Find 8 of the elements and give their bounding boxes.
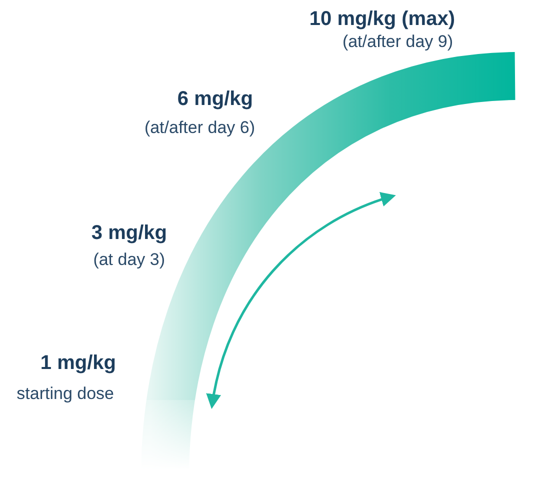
dose-label: 10 mg/kg (max) [309,8,455,31]
dose-label: 6 mg/kg [177,88,253,111]
dose-label: 3 mg/kg [91,222,167,245]
timing-note: starting dose [16,384,114,404]
timing-note: (at/after day 6) [144,118,255,138]
timing-note: (at day 3) [93,250,165,270]
timing-note: (at/after day 9) [342,32,453,52]
dose-label: 1 mg/kg [40,352,116,375]
